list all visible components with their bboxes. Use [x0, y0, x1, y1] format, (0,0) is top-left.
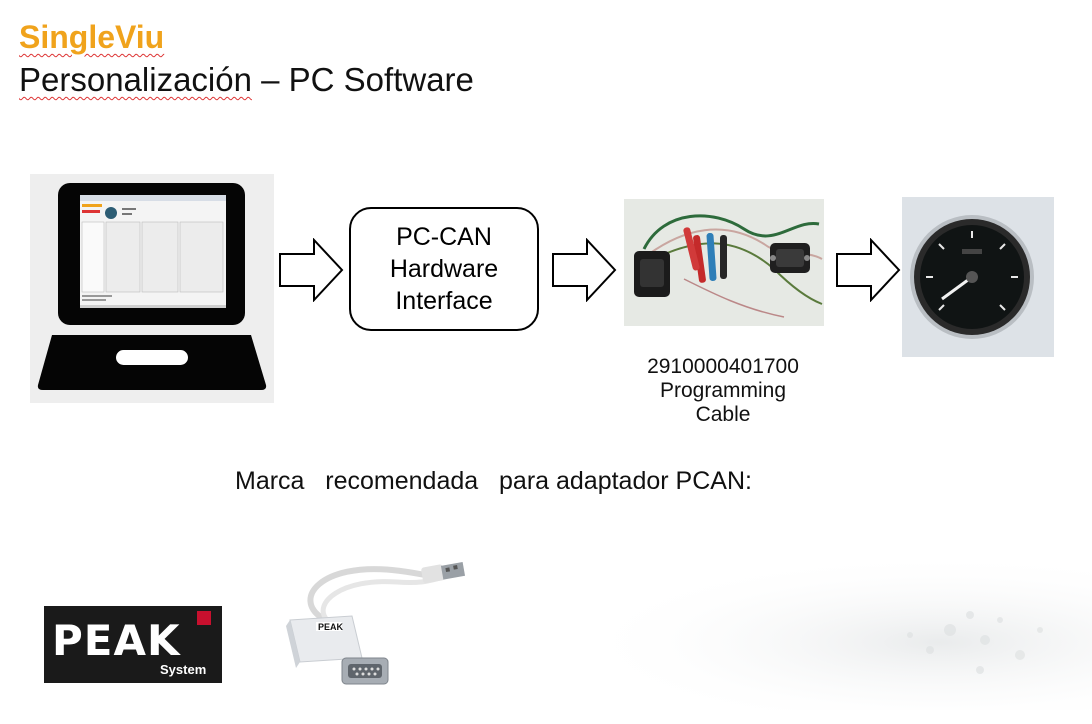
decorative-background-texture — [480, 560, 1092, 710]
cable-caption-line-3: Cable — [695, 403, 751, 426]
cable-image — [624, 199, 824, 326]
pcan-usb-adapter-image: PEAK — [286, 562, 466, 685]
laptop-illustration — [30, 174, 274, 403]
arrow-right-icon — [552, 238, 617, 302]
peak-system-logo — [44, 606, 222, 683]
pc-can-interface-box: PC-CAN Hardware Interface — [349, 207, 539, 331]
gauge-photo — [902, 197, 1054, 357]
adapter-label-bg — [316, 622, 342, 631]
slide-subtitle: Personalización – PC Software — [19, 60, 474, 100]
peak-logo-red-square — [197, 611, 211, 625]
slide-title-brand: SingleViu — [19, 19, 165, 55]
recommendation-text: Marca recomendada para adaptador PCAN: — [235, 467, 752, 495]
programming-cable-photo — [624, 199, 824, 326]
laptop-icon — [37, 183, 267, 390]
arrow-right-icon — [836, 238, 901, 302]
cable-part-number: 2910000401700 — [647, 355, 799, 378]
subtitle-rest: – PC Software — [251, 61, 474, 98]
cable-caption: 2910000401700 Programming Cable — [625, 355, 821, 427]
gauge-icon — [902, 197, 1054, 357]
box-line-2: Hardware — [389, 255, 499, 283]
subtitle-word: Personalización — [19, 61, 252, 98]
peak-logo-tagline: System — [160, 662, 207, 677]
arrow-right-icon — [279, 238, 344, 302]
cable-caption-line-2: Programming — [659, 379, 787, 402]
peak-logo-wordmark: PEAK — [52, 616, 181, 665]
box-line-1: PC-CAN — [396, 223, 492, 251]
adapter-label: PEAK — [318, 622, 344, 632]
box-line-3: Interface — [395, 287, 493, 315]
